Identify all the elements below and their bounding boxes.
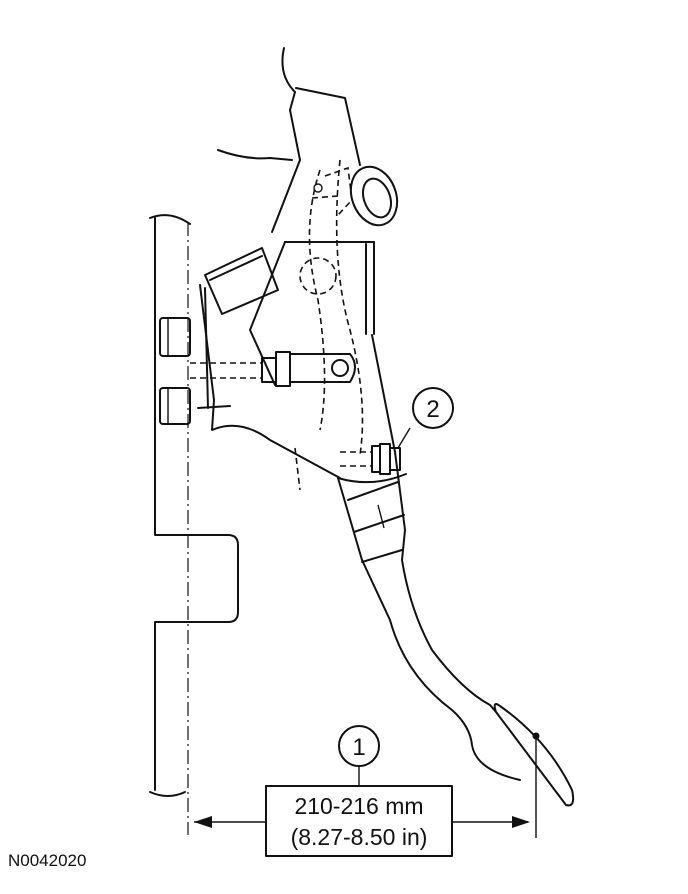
pedal-bracket	[197, 241, 396, 479]
upper-structure	[217, 47, 361, 233]
dash-panel	[149, 214, 239, 835]
callout-1: 1	[338, 725, 380, 786]
switch-adjuster	[340, 443, 401, 475]
dimension-metric: 210-216 mm	[294, 793, 423, 819]
brake-pedal-pad	[493, 703, 575, 807]
stoplamp-switch	[204, 247, 279, 315]
pedal-height-dimension: 210-216 mm (8.27-8.50 in)	[194, 736, 537, 857]
callout-2-label: 2	[426, 396, 439, 423]
brake-pedal-arm	[337, 451, 521, 781]
callout-1-circle	[338, 725, 380, 767]
callout-1-label: 1	[352, 734, 365, 761]
dimension-arrow-right	[512, 816, 530, 828]
callout-2-circle	[412, 387, 454, 429]
push-rod	[190, 351, 356, 387]
pivot-ring	[349, 165, 399, 227]
dimension-arrow-left	[194, 816, 212, 828]
booster-mount	[159, 317, 191, 425]
dimension-imperial: (8.27-8.50 in)	[291, 824, 428, 850]
hidden-pedal-arm	[294, 159, 364, 491]
figure-code: N0042020	[8, 851, 86, 870]
callout-2: 2	[397, 387, 454, 449]
